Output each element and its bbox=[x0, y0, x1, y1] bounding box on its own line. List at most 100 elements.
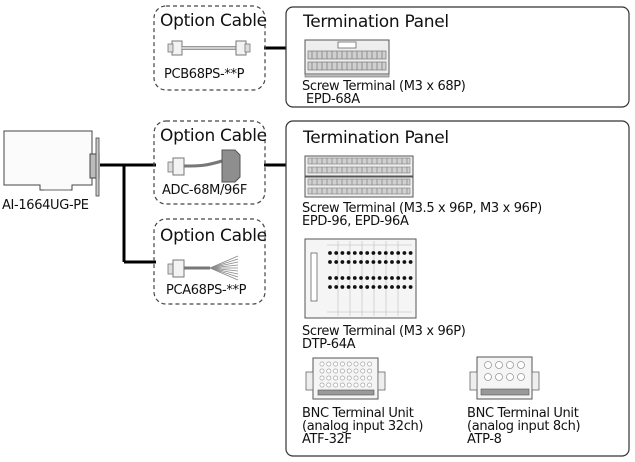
bnc-connector bbox=[367, 361, 372, 367]
bnc-connector bbox=[333, 375, 338, 381]
bnc-connector bbox=[367, 382, 372, 388]
terminal-dot bbox=[408, 260, 413, 264]
bnc-connector bbox=[339, 375, 345, 381]
option-cable-header: Option Cable bbox=[160, 226, 267, 246]
terminal-dot bbox=[396, 260, 401, 264]
terminal-dot bbox=[365, 251, 370, 255]
cable-icon bbox=[167, 40, 251, 56]
terminal-dot bbox=[352, 276, 357, 280]
terminal-dot bbox=[359, 251, 363, 255]
bnc-connector bbox=[319, 361, 325, 367]
terminal-dot bbox=[390, 260, 394, 264]
bnc-connector bbox=[333, 368, 338, 374]
cable-icon bbox=[167, 149, 241, 183]
terminal-dot bbox=[383, 260, 388, 264]
bnc-connector bbox=[346, 361, 352, 367]
terminal-dot bbox=[346, 285, 351, 289]
bnc-connector bbox=[367, 375, 372, 381]
bnc-connector bbox=[353, 361, 359, 367]
terminal-dot bbox=[334, 285, 339, 289]
termination-panel-box-bottom bbox=[285, 120, 630, 457]
terminal-dot bbox=[365, 285, 370, 289]
connection-lines bbox=[100, 46, 286, 264]
terminal-dot bbox=[340, 285, 345, 289]
option-cable-box-1 bbox=[153, 5, 266, 91]
terminal-dot bbox=[346, 251, 351, 255]
terminal-dot bbox=[346, 276, 351, 280]
option-cable-header: Option Cable bbox=[160, 126, 267, 146]
bnc-connector bbox=[360, 382, 366, 388]
bnc-connector bbox=[333, 382, 338, 388]
terminal-dot bbox=[371, 285, 376, 289]
terminal-models: ATF-32F bbox=[302, 432, 352, 447]
bnc-connector bbox=[353, 375, 359, 381]
terminal-dot bbox=[340, 276, 345, 280]
terminal-dot bbox=[334, 276, 339, 280]
terminal-dot bbox=[390, 285, 394, 289]
terminal-dot bbox=[371, 260, 376, 264]
board-label: AI-1664UG-PE bbox=[2, 198, 89, 213]
terminal-dot bbox=[377, 285, 382, 289]
terminal-dot bbox=[365, 260, 370, 264]
pci-board-icon bbox=[3, 130, 100, 197]
bnc-connector bbox=[339, 361, 345, 367]
terminal-dot bbox=[359, 285, 363, 289]
bnc-connector bbox=[353, 382, 359, 388]
terminal-models: ATP-8 bbox=[467, 432, 502, 447]
terminal-block-icon bbox=[304, 155, 414, 198]
bnc-connector bbox=[326, 382, 332, 388]
terminal-description: BNC Terminal Unit bbox=[302, 406, 414, 421]
bnc-connector bbox=[339, 382, 345, 388]
terminal-dot bbox=[334, 251, 339, 255]
bnc-connector bbox=[367, 368, 372, 374]
bnc-connector bbox=[360, 375, 366, 381]
terminal-dot bbox=[396, 276, 401, 280]
terminal-dot bbox=[365, 276, 370, 280]
terminal-dot bbox=[396, 251, 401, 255]
terminal-dot bbox=[352, 260, 357, 264]
terminal-detail: (analog input 32ch) bbox=[302, 419, 424, 434]
bnc-connector bbox=[346, 368, 352, 374]
option-cable-header: Option Cable bbox=[160, 11, 267, 31]
bnc-connector bbox=[360, 361, 366, 367]
terminal-dot bbox=[352, 285, 357, 289]
terminal-description: Screw Terminal (M3.5 x 96P, M3 x 96P) bbox=[302, 201, 542, 216]
terminal-dot bbox=[328, 260, 332, 264]
terminal-models: EPD-96, EPD-96A bbox=[302, 214, 409, 229]
option-cable-part: PCA68PS-**P bbox=[166, 283, 247, 298]
terminal-dot bbox=[408, 251, 413, 255]
terminal-dot bbox=[377, 276, 382, 280]
option-cable-part: PCB68PS-**P bbox=[164, 67, 245, 82]
terminal-dot bbox=[377, 251, 382, 255]
terminal-dot bbox=[396, 285, 401, 289]
bnc-connector bbox=[326, 368, 332, 374]
terminal-dot bbox=[383, 251, 388, 255]
terminal-dot bbox=[346, 260, 351, 264]
terminal-description: Screw Terminal (M3 x 68P) bbox=[302, 79, 466, 94]
termination-panel-header: Termination Panel bbox=[303, 12, 449, 32]
terminal-dot bbox=[359, 276, 363, 280]
terminal-dot bbox=[402, 260, 407, 264]
terminal-dot bbox=[340, 260, 345, 264]
option-cable-box-3 bbox=[153, 218, 266, 305]
cable-icon bbox=[167, 255, 239, 281]
terminal-dot bbox=[371, 251, 376, 255]
terminal-dot bbox=[340, 251, 345, 255]
terminal-dot bbox=[371, 276, 376, 280]
terminal-dot bbox=[328, 285, 332, 289]
terminal-detail: (analog input 8ch) bbox=[467, 419, 581, 434]
terminal-dot bbox=[328, 276, 332, 280]
terminal-dot bbox=[390, 251, 394, 255]
terminal-dot bbox=[352, 251, 357, 255]
bnc-connector bbox=[326, 361, 332, 367]
terminal-description: BNC Terminal Unit bbox=[467, 406, 579, 421]
termination-panel-box-top bbox=[285, 6, 630, 108]
bnc-connector bbox=[319, 368, 325, 374]
atf-bnc-connectors bbox=[319, 361, 372, 388]
terminal-dot bbox=[383, 285, 388, 289]
bnc-connector bbox=[346, 382, 352, 388]
terminal-description: Screw Terminal (M3 x 96P) bbox=[302, 324, 466, 339]
terminal-models: EPD-68A bbox=[306, 92, 360, 107]
terminal-dot bbox=[334, 260, 339, 264]
